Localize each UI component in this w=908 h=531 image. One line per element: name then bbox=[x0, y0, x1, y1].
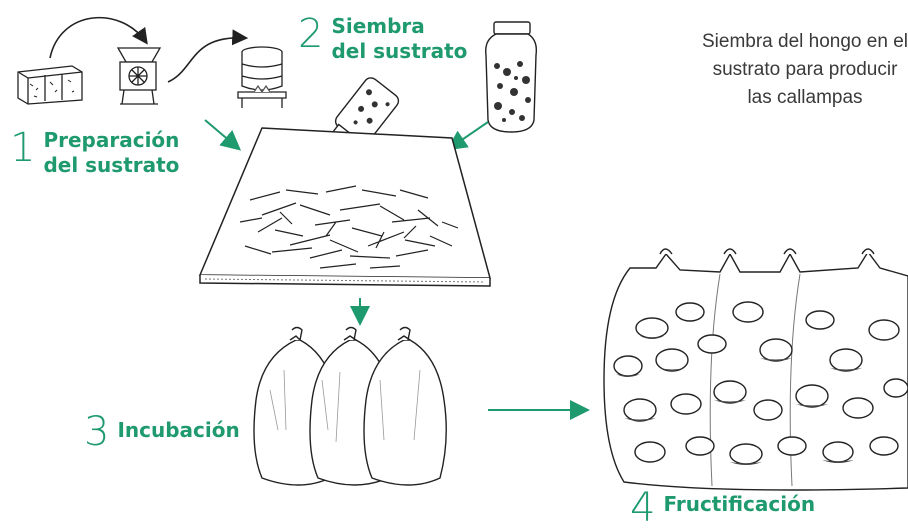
description-line-3: las callampas bbox=[655, 84, 908, 112]
step-2-sowing: 2 Siembra del sustrato bbox=[298, 14, 467, 64]
step-2-label-line-2: del sustrato bbox=[331, 39, 467, 64]
step-3-number: 3 bbox=[84, 412, 109, 452]
green-arrow-to-board-left bbox=[205, 120, 238, 148]
step-1-number: 1 bbox=[10, 128, 35, 168]
step-1-preparation: 1 Preparación del sustrato bbox=[10, 128, 179, 178]
process-description: Siembra del hongo en el sustrato para pr… bbox=[655, 28, 908, 112]
incubation-bags-icon bbox=[254, 328, 446, 486]
step-3-label-line-1: Incubación bbox=[117, 418, 239, 443]
fruiting-bags-icon bbox=[604, 249, 908, 490]
sowing-board bbox=[200, 128, 490, 286]
step-2-label-line-1: Siembra bbox=[331, 14, 467, 39]
step-4-fruiting: 4 Fructificación bbox=[630, 488, 815, 528]
step-1-label-line-2: del sustrato bbox=[43, 153, 179, 178]
spawn-jar-icon bbox=[486, 22, 537, 132]
step-3-incubation: 3 Incubación bbox=[84, 412, 240, 452]
step-4-number: 4 bbox=[630, 488, 655, 528]
description-line-2: sustrato para producir bbox=[655, 56, 908, 84]
step-1-label-line-1: Preparación bbox=[43, 128, 179, 153]
step-4-label-line-1: Fructificación bbox=[663, 492, 815, 517]
substrate-blocks-icon bbox=[18, 66, 82, 104]
green-arrow-to-board-right bbox=[450, 122, 488, 148]
pasteurization-drum-icon bbox=[238, 47, 286, 108]
description-line-1: Siembra del hongo en el bbox=[655, 28, 908, 56]
step-2-number: 2 bbox=[298, 14, 323, 54]
flow-arrow-2 bbox=[168, 38, 245, 82]
grinder-machine-icon bbox=[118, 48, 160, 104]
